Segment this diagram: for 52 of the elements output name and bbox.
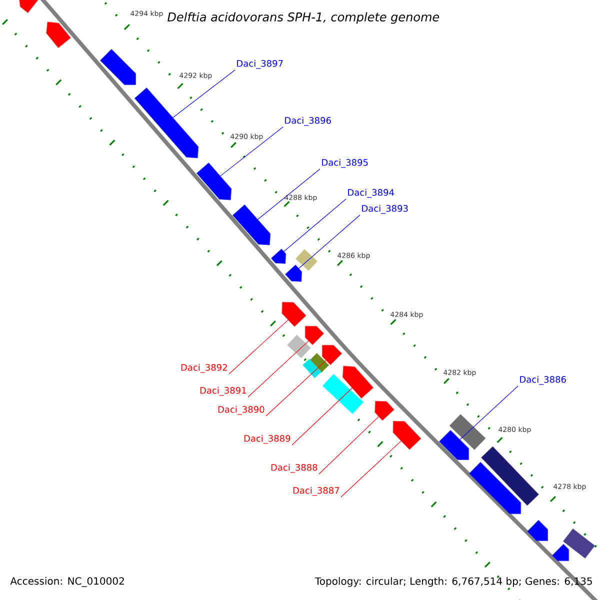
gene-block (18, 0, 38, 14)
gene-label: Daci_3894 (348, 188, 394, 198)
gene-block (449, 414, 486, 450)
gene-label: Daci_3889 (244, 434, 290, 444)
gene-block (439, 430, 470, 460)
gene-block (322, 344, 342, 366)
gene-block (322, 374, 364, 414)
gene-label: Daci_3888 (271, 464, 318, 473)
gene-label: Daci_3893 (362, 204, 408, 214)
leader-line (172, 70, 236, 118)
gene-label: Daci_3895 (322, 158, 368, 168)
gene-block (282, 302, 306, 327)
gene-block (285, 264, 302, 282)
gene-block (481, 446, 539, 506)
gene-block (232, 204, 271, 246)
info-text: Accession: NC_010002 (10, 577, 124, 587)
gene-block (562, 528, 596, 559)
gene-block (196, 162, 232, 200)
leader-line (318, 416, 380, 474)
gene-block (100, 48, 136, 86)
gene-label: Daci_3887 (293, 486, 340, 496)
gene-block (304, 326, 324, 346)
leader-line (284, 198, 346, 252)
info-text: Topology: circular; Length: 6,767,514 bp; Genes: 6,135 (314, 577, 592, 587)
leader-line (220, 126, 284, 176)
leader-line (298, 214, 360, 269)
gene-block (526, 520, 548, 542)
leader-line (248, 340, 309, 398)
gene-block (392, 420, 422, 450)
gene-block (295, 249, 318, 271)
gene-block (287, 334, 311, 358)
gene-block (374, 400, 394, 421)
title: Delftia acidovorans SPH-1, complete genome (168, 12, 440, 24)
leader-line (292, 388, 352, 446)
leader-line (460, 386, 518, 440)
gene-block (46, 22, 71, 48)
gene-block (342, 366, 374, 399)
gene-label: Daci_3890 (218, 406, 264, 415)
gene-block (302, 358, 322, 378)
gene-label: Daci_3892 (181, 364, 227, 373)
gene-block (134, 88, 199, 158)
leader-line (340, 440, 402, 498)
gene-block (552, 544, 570, 562)
leader-line (228, 320, 288, 374)
gene-label: Daci_3891 (200, 386, 246, 396)
leader-line (266, 360, 326, 416)
gene-label: Daci_3886 (520, 376, 566, 385)
gene-label: Daci_3897 (237, 60, 283, 69)
leader-line (257, 168, 320, 220)
gene-label: Daci_3896 (285, 116, 331, 126)
gene-block (468, 462, 522, 514)
gene-block (270, 248, 286, 264)
